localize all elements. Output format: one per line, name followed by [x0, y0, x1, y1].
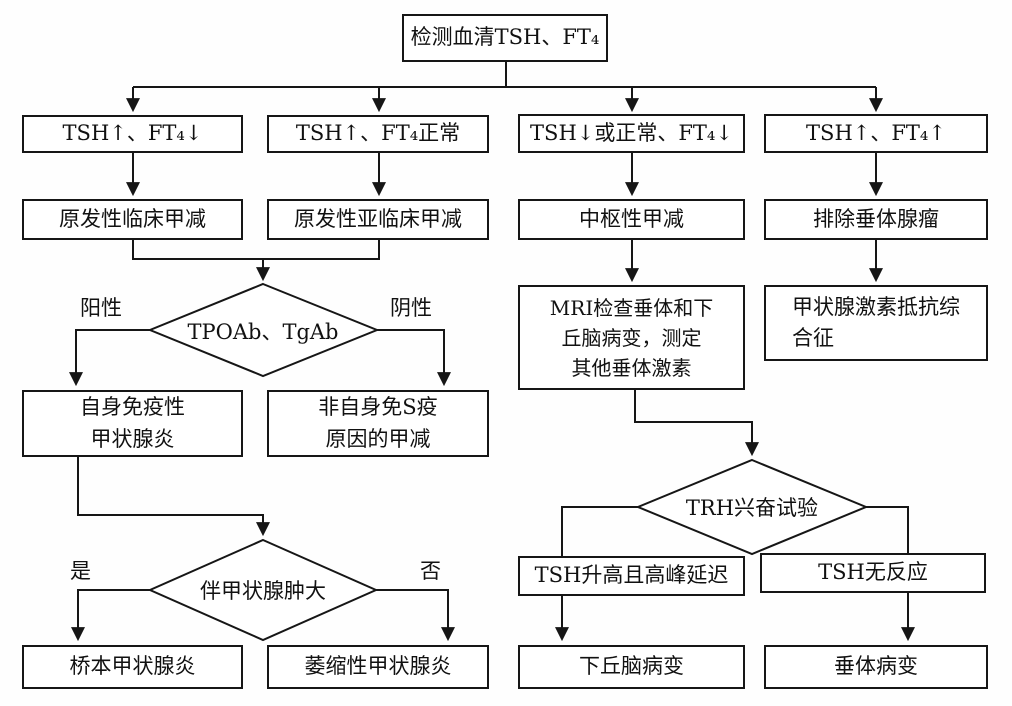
edge-label-positive: 阳性 — [80, 296, 122, 320]
decision-diamonds — [147, 282, 869, 642]
decision-label-goiter: 伴甲状腺肿大 — [200, 579, 326, 603]
arrow-yes-to-hashimoto — [71, 589, 150, 642]
node-thyroid-hormone-resistance-syndrome: 甲状腺激素抵抗综 合征 — [764, 285, 988, 361]
node-primary-clinical-hypothyroidism: 原发性临床甲减 — [22, 199, 243, 240]
arrow-positive-to-autoimmune — [69, 329, 150, 387]
node-non-autoimmune-hypothyroidism: 非自身免S疫 原因的甲减 — [267, 390, 489, 457]
arrow-connector-lines — [69, 87, 915, 642]
edge-label-no: 否 — [420, 559, 441, 583]
node-hashimoto-thyroiditis: 桥本甲状腺炎 — [22, 645, 243, 689]
node-tsh-up-ft4-up: TSH↑、FT₄↑ — [764, 114, 988, 153]
node-tsh-no-response: TSH无反应 — [760, 553, 986, 593]
decision-label-tpoab-tgab: TPOAb、TgAb — [187, 320, 339, 344]
node-tsh-elevated-delayed-peak: TSH升高且高峰延迟 — [518, 556, 745, 596]
edge-merge-to-antibody-decision — [132, 240, 380, 260]
edge-trh-right-branch — [866, 506, 909, 553]
node-hypothalamic-lesion: 下丘脑病变 — [518, 645, 745, 689]
node-pituitary-lesion: 垂体病变 — [764, 645, 988, 689]
node-tsh-down-or-normal-ft4-down: TSH↓或正常、FT₄↓ — [518, 114, 745, 153]
plain-connector-lines — [132, 62, 909, 556]
node-mri-pituitary-hypothalamus: MRI检查垂体和下 丘脑病变，测定 其他垂体激素 — [518, 285, 745, 390]
node-tsh-up-ft4-down: TSH↑、FT₄↓ — [22, 115, 243, 153]
decision-diamond-goiter — [147, 538, 379, 642]
edge-label-negative: 阴性 — [390, 296, 432, 320]
node-atrophic-thyroiditis: 萎缩性甲状腺炎 — [267, 645, 489, 689]
node-primary-subclinical-hypothyroidism: 原发性亚临床甲减 — [267, 199, 489, 240]
edge-trh-left-branch — [561, 506, 638, 556]
edge-label-yes: 是 — [70, 559, 91, 583]
arrow-to-trh-decision — [634, 390, 759, 457]
decision-diamond-tpoab-tgab — [147, 282, 380, 378]
node-exclude-pituitary-adenoma: 排除垂体腺瘤 — [764, 199, 988, 240]
decision-diamond-trh-test — [635, 458, 869, 556]
node-test-serum-tsh-ft4: 检测血清TSH、FT₄ — [402, 14, 608, 62]
arrow-negative-to-non-autoimmune — [377, 329, 451, 387]
arrow-no-to-atrophic — [376, 589, 455, 642]
node-central-hypothyroidism: 中枢性甲减 — [518, 199, 745, 240]
arrow-to-goiter-decision — [77, 457, 270, 537]
node-autoimmune-thyroiditis: 自身免疫性 甲状腺炎 — [22, 390, 243, 457]
decision-label-trh-test: TRH兴奋试验 — [685, 496, 819, 520]
node-tsh-up-ft4-normal: TSH↑、FT₄正常 — [267, 115, 489, 153]
